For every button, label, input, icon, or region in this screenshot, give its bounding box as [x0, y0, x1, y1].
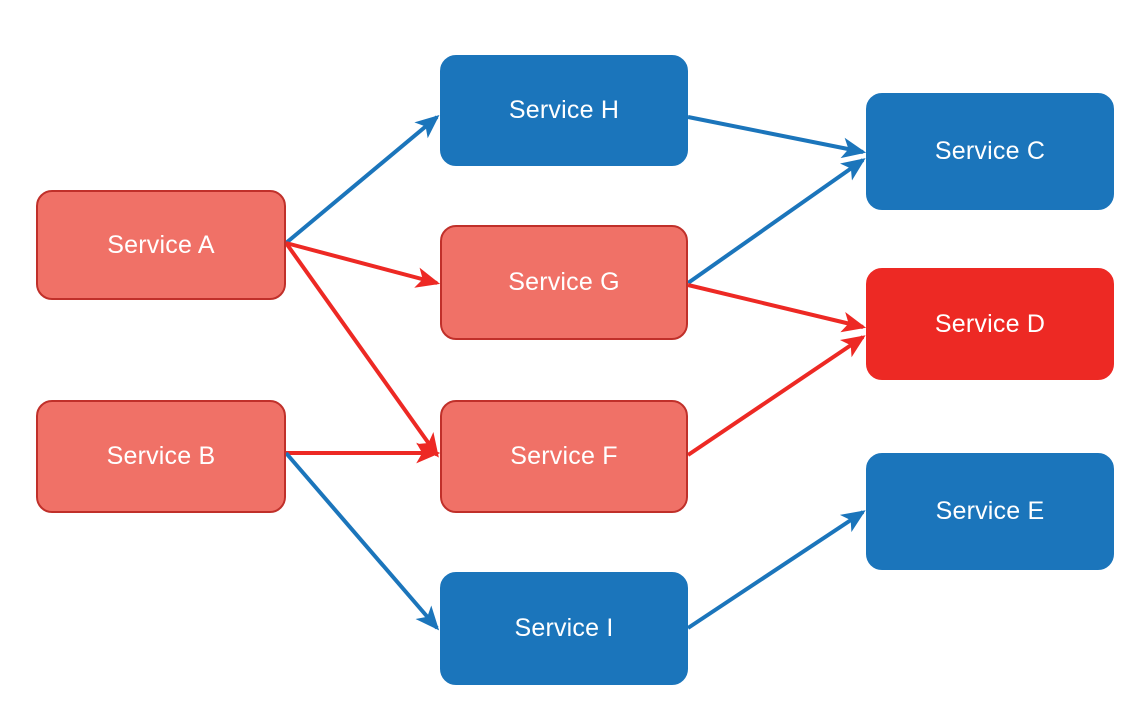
edge-b-to-i: [284, 451, 440, 631]
node-service-c[interactable]: Service C: [866, 93, 1114, 210]
node-service-d[interactable]: Service D: [866, 268, 1114, 380]
node-label: Service I: [514, 614, 614, 642]
node-label: Service H: [508, 96, 620, 124]
edge-a-to-h: [284, 114, 440, 245]
edge-g-to-d: [687, 283, 867, 333]
edge-f-to-d: [686, 335, 866, 457]
node-service-f[interactable]: Service F: [440, 400, 688, 513]
edge-a-to-g: [285, 241, 441, 288]
node-label: Service G: [508, 268, 620, 296]
edge-h-to-c: [687, 115, 867, 159]
node-service-a[interactable]: Service A: [36, 190, 286, 300]
node-service-e[interactable]: Service E: [866, 453, 1114, 570]
node-service-h[interactable]: Service H: [440, 55, 688, 166]
node-label: Service A: [107, 230, 215, 259]
node-label: Service B: [106, 442, 216, 470]
node-service-b[interactable]: Service B: [36, 400, 286, 513]
node-label: Service E: [935, 497, 1045, 525]
edge-g-to-c: [686, 158, 866, 285]
node-service-i[interactable]: Service I: [440, 572, 688, 685]
edge-a-to-f: [284, 241, 439, 458]
node-service-g[interactable]: Service G: [440, 225, 688, 340]
node-label: Service F: [510, 442, 618, 470]
edges-group: [284, 114, 867, 631]
edge-i-to-e: [686, 510, 866, 630]
node-label: Service C: [934, 137, 1046, 165]
node-label: Service D: [934, 309, 1046, 338]
